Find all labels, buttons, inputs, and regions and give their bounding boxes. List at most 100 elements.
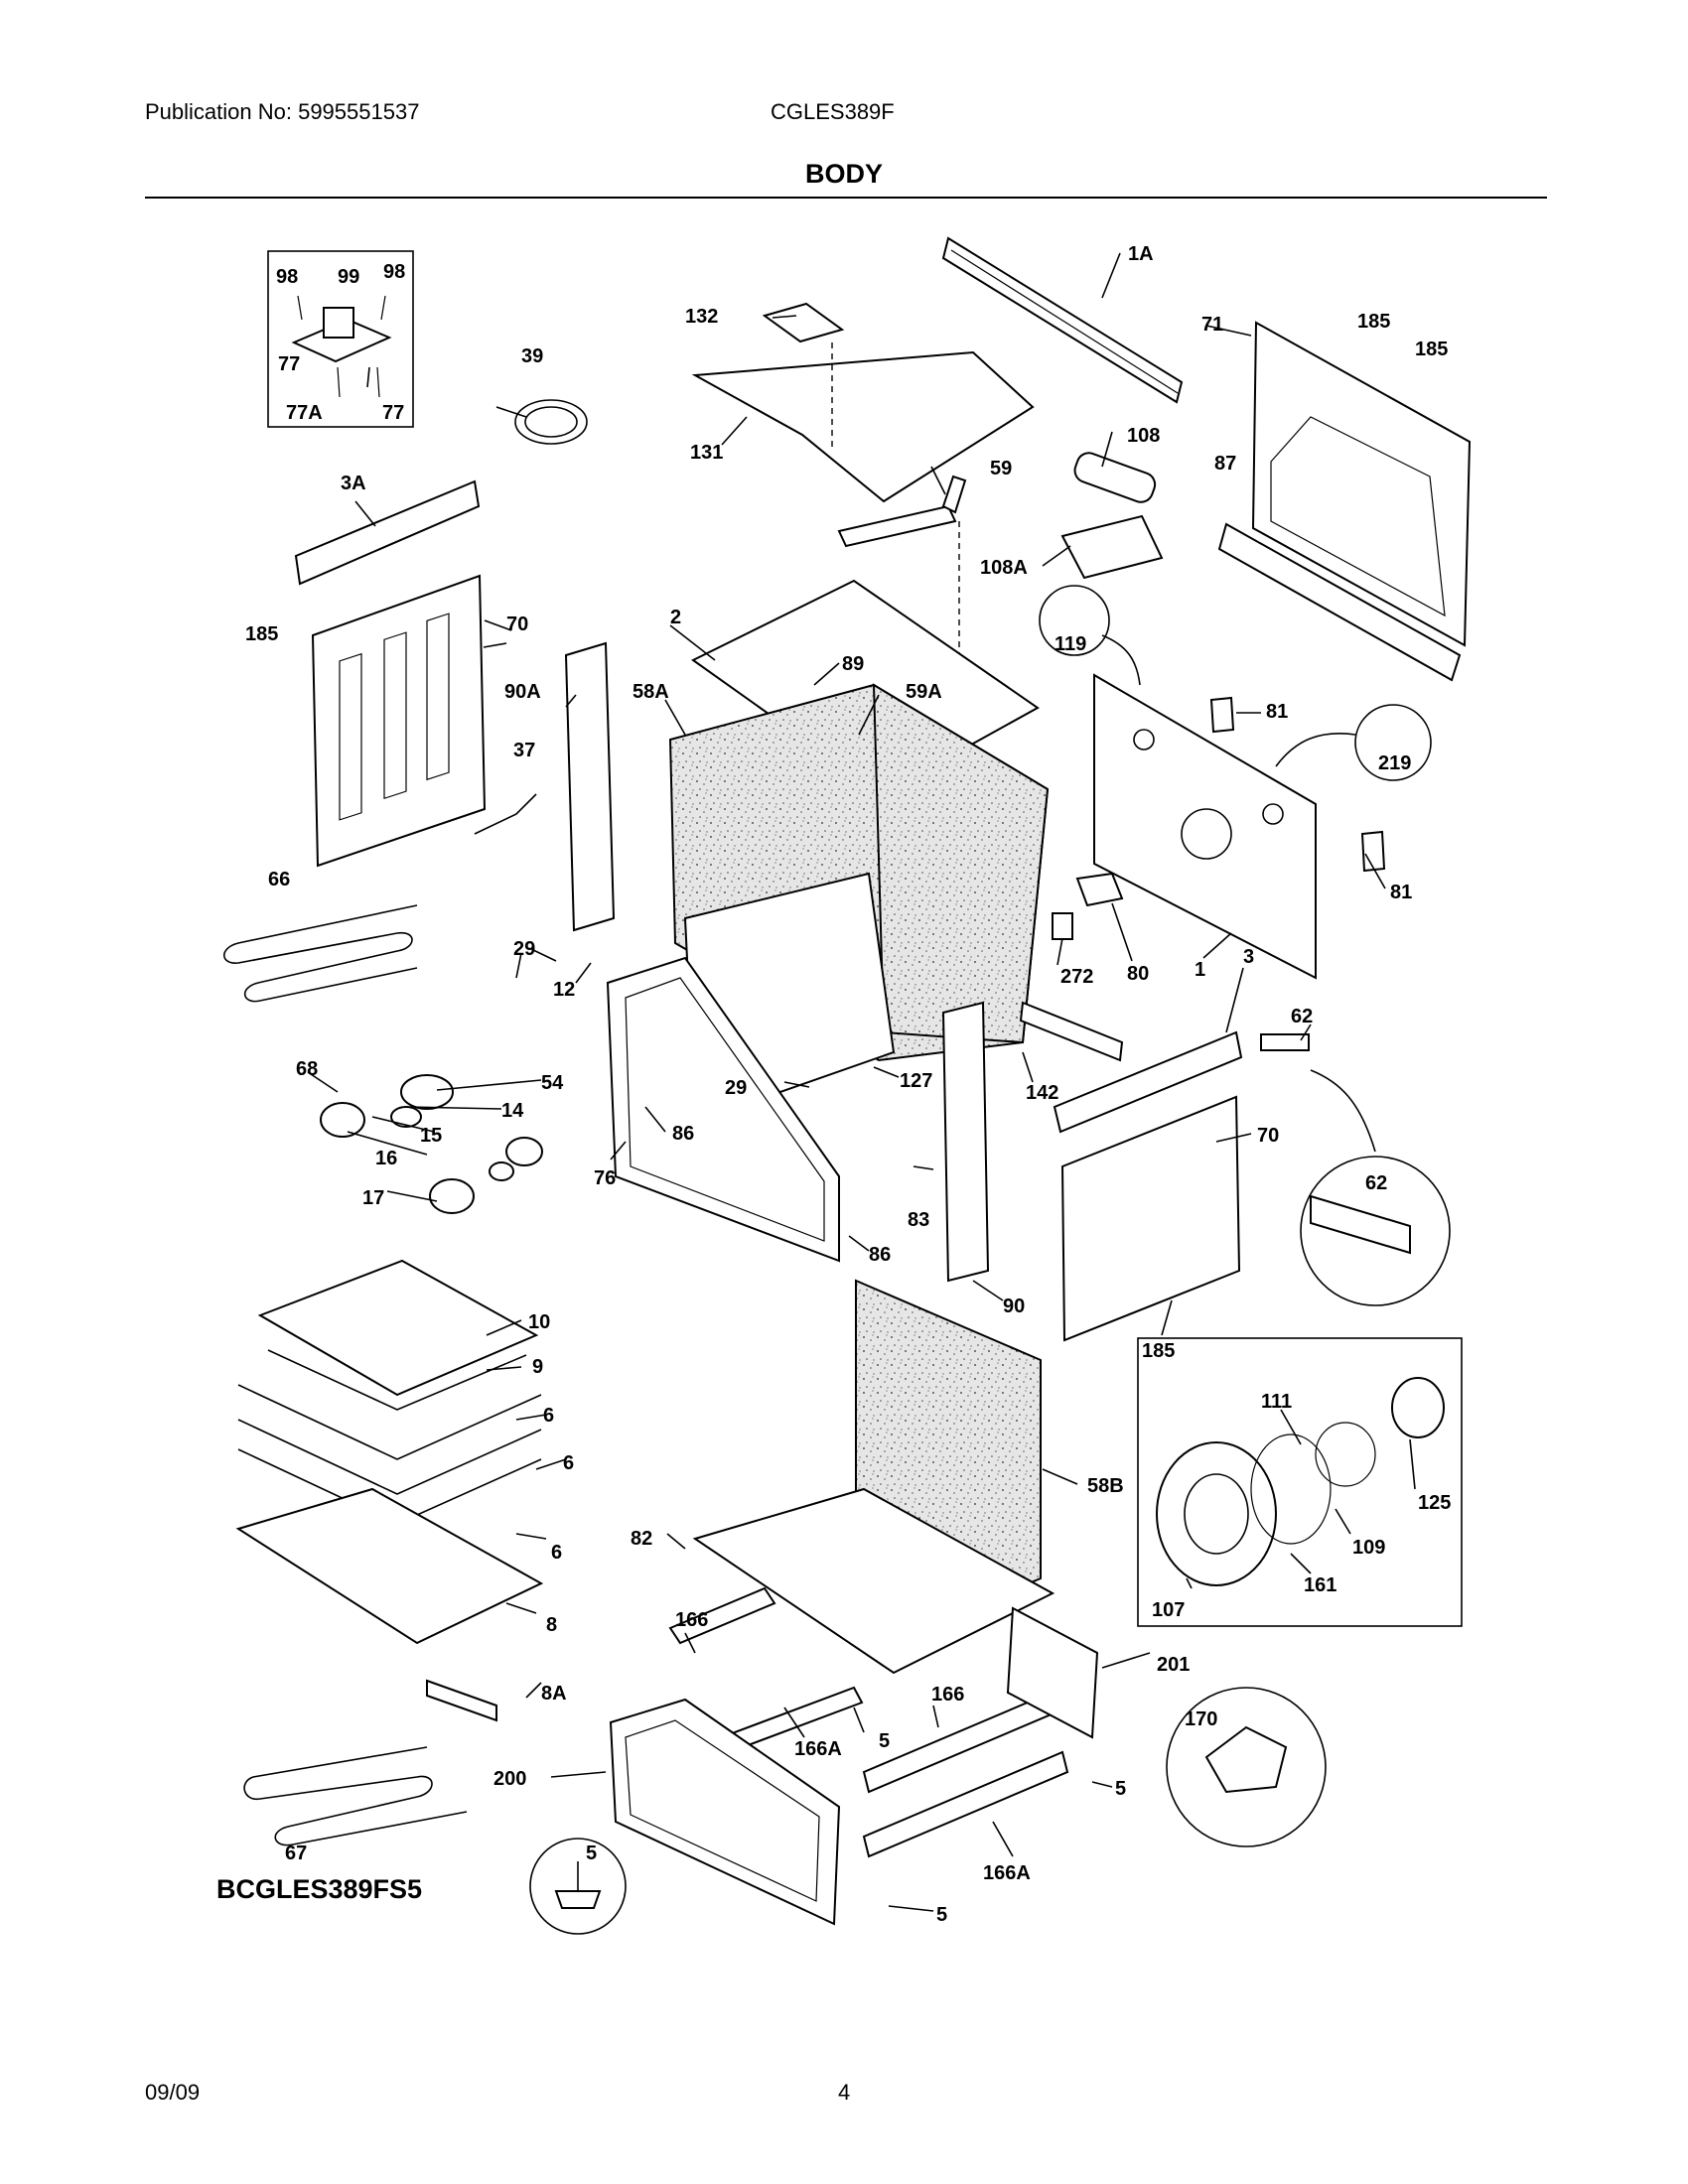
callout-1: 1 [1195, 959, 1205, 981]
callout-131: 131 [690, 442, 723, 464]
leveler-detail-5 [529, 1838, 627, 1935]
bracket-detail-170 [1166, 1687, 1327, 1847]
callout-9: 9 [532, 1356, 543, 1378]
callout-166: 166 [675, 1609, 708, 1631]
callout-108A: 108A [980, 557, 1028, 579]
side-panel-left-70 [294, 479, 487, 868]
wire-harness-39 [495, 399, 588, 445]
callout-54: 54 [541, 1072, 564, 1094]
callout-90A: 90A [504, 681, 541, 703]
oven-lights [320, 1074, 543, 1214]
callout-1A: 1A [1128, 243, 1154, 265]
callout-90: 90 [1003, 1296, 1025, 1317]
callout-12: 12 [553, 979, 575, 1001]
top-rail-1A [941, 236, 1184, 404]
callout-5: 5 [936, 1904, 947, 1926]
callout-3: 3 [1243, 946, 1254, 968]
callout-58B: 58B [1087, 1475, 1124, 1497]
rear-wall-1 [1093, 673, 1317, 980]
convection-fan-inset [1137, 1337, 1463, 1627]
wire-37 [474, 793, 537, 835]
callout-111: 111 [1261, 1391, 1292, 1413]
footer-date: 09/09 [145, 2080, 201, 2105]
callout-67: 67 [285, 1843, 307, 1864]
variant-label: BCGLES389FS5 [216, 1874, 423, 1904]
side-panel-right-70 [1060, 1095, 1241, 1342]
bracket-80 [1052, 872, 1124, 940]
callout-5: 5 [1115, 1778, 1126, 1800]
callout-161: 161 [1304, 1574, 1336, 1596]
callout-5: 5 [879, 1730, 890, 1752]
drawer-200 [609, 1698, 841, 1926]
callout-98: 98 [276, 266, 298, 288]
callout-5: 5 [586, 1843, 597, 1864]
callout-185: 185 [1415, 339, 1448, 360]
callout-17: 17 [362, 1187, 384, 1209]
callout-62: 62 [1365, 1172, 1387, 1194]
callout-70: 70 [1257, 1125, 1279, 1147]
callout-71: 71 [1201, 314, 1223, 336]
callout-59A: 59A [906, 681, 942, 703]
callout-81: 81 [1390, 882, 1412, 903]
top-deflector-131 [691, 302, 1035, 503]
callout-62: 62 [1291, 1006, 1313, 1027]
callout-185: 185 [1142, 1340, 1175, 1362]
callout-2: 2 [670, 607, 681, 628]
broil-element-66 [222, 904, 418, 1003]
callout-125: 125 [1418, 1492, 1451, 1514]
model-number: CGLES389F [771, 99, 895, 124]
side-strip-90A [564, 641, 616, 932]
callout-labels: 98 99 98 77 77A 77 39 132 131 1A 185 185… [245, 243, 1451, 1926]
callout-87: 87 [1214, 453, 1236, 475]
clip-81 [1209, 696, 1386, 873]
callout-68: 68 [296, 1058, 318, 1080]
callout-39: 39 [521, 345, 543, 367]
callout-166A: 166A [983, 1862, 1031, 1884]
page-number: 4 [838, 2080, 851, 2105]
callout-37: 37 [513, 740, 535, 761]
callout-83: 83 [908, 1209, 929, 1231]
callout-6: 6 [563, 1452, 574, 1474]
cavity-insulation-58A [668, 683, 1050, 1124]
callout-66: 66 [268, 869, 290, 890]
callout-98: 98 [383, 261, 405, 283]
callout-109: 109 [1352, 1537, 1385, 1559]
callout-170: 170 [1185, 1708, 1217, 1730]
transformer-inset [267, 250, 414, 428]
callout-86: 86 [672, 1123, 694, 1145]
publication-number: Publication No: 5995551537 [145, 99, 420, 124]
section-title: BODY [804, 159, 883, 189]
callout-6: 6 [543, 1405, 554, 1427]
callout-70: 70 [506, 614, 528, 635]
sensor-108 [1060, 452, 1164, 580]
callout-15: 15 [420, 1125, 442, 1147]
callout-119: 119 [1055, 633, 1086, 655]
callout-89: 89 [842, 653, 864, 675]
callout-29: 29 [513, 938, 535, 960]
callout-166A: 166A [794, 1738, 842, 1760]
bracket-3 [1053, 1030, 1243, 1134]
callout-77A: 77A [286, 402, 323, 424]
callout-201: 201 [1157, 1654, 1190, 1676]
callout-8: 8 [546, 1614, 557, 1636]
callout-99: 99 [338, 266, 359, 288]
callout-127: 127 [900, 1070, 932, 1092]
header-rule [145, 197, 1547, 199]
callout-10: 10 [528, 1311, 550, 1333]
door-frame-76 [606, 956, 840, 1263]
callout-14: 14 [501, 1100, 524, 1122]
callout-185: 185 [1357, 311, 1390, 333]
callout-200: 200 [493, 1768, 526, 1790]
callout-59: 59 [990, 458, 1012, 479]
callout-6: 6 [551, 1542, 562, 1564]
terminal-block-detail-62 [1300, 1069, 1451, 1306]
callout-77: 77 [382, 402, 404, 424]
base-pan-82 [668, 1487, 1099, 1858]
callout-76: 76 [594, 1167, 616, 1189]
callout-132: 132 [685, 306, 718, 328]
terminal-block-62 [1260, 1033, 1310, 1051]
rear-panel-71 [1217, 321, 1472, 682]
callout-86: 86 [869, 1244, 891, 1266]
callout-16: 16 [375, 1148, 397, 1169]
callout-107: 107 [1152, 1599, 1185, 1621]
